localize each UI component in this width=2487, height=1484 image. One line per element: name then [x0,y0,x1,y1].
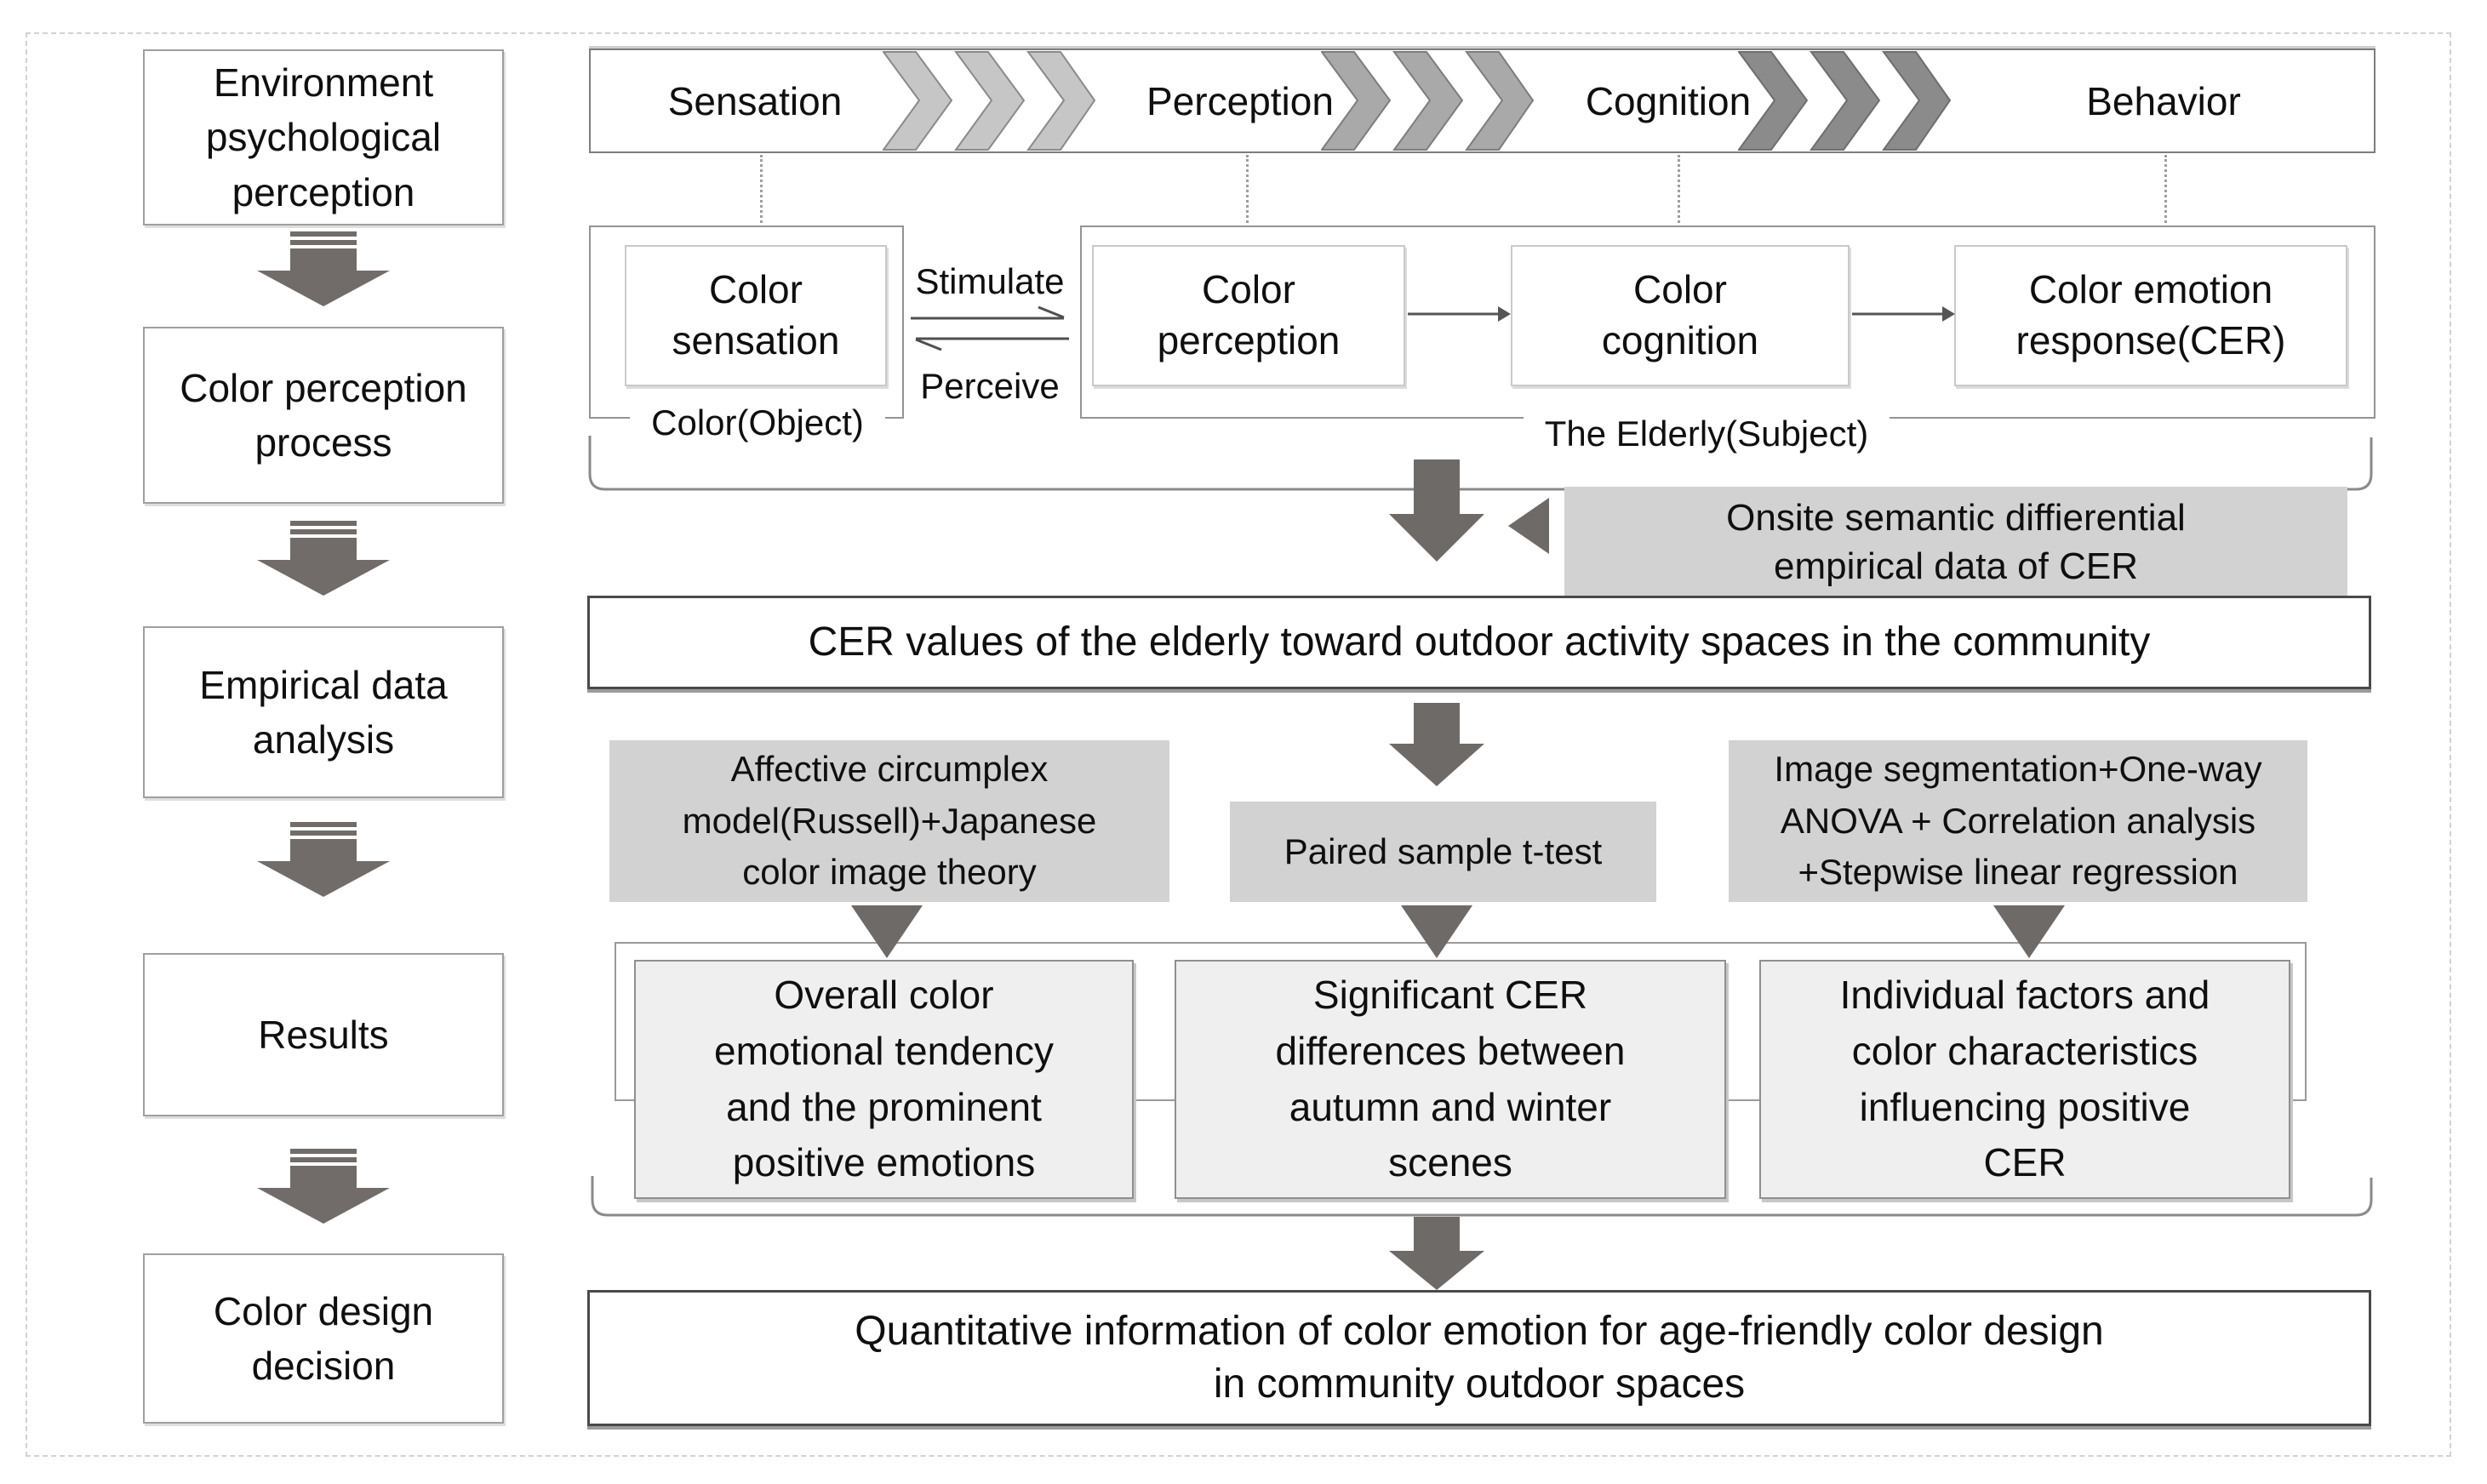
figure-dashed-border [26,32,2451,1457]
chevron-arrows-light-icon [883,51,1095,151]
reversible-arrows-icon [911,305,1069,351]
process-row-bracket [588,436,2373,491]
striped-down-arrow-icon [257,1149,390,1224]
stimulate-label: Stimulate [915,261,1065,301]
stage-box-results: Results [143,953,504,1116]
conclusion-box: Quantitative information of color emotio… [587,1290,2371,1426]
result-box-overall-tendency: Overall color emotional tendency and the… [634,960,1134,1199]
stage-box-color-perception-process: Color perception process [143,327,504,504]
right-arrow-icon [1852,306,1955,322]
method-box-image-segmentation: Image segmentation+One-way ANOVA + Corre… [1729,740,2307,902]
the-elderly-subject-label: The Elderly(Subject) [1524,407,1890,461]
results-row-bracket [591,1176,2373,1217]
chevron-arrows-medium-icon [1321,51,1534,151]
stage-box-color-design-decision: Color design decision [143,1253,504,1424]
perceive-label: Perceive [920,366,1060,406]
dotted-connector [2164,155,2167,243]
dotted-connector [760,155,763,243]
color-cognition-box: Color cognition [1511,245,1850,386]
color-perception-box: Color perception [1092,245,1405,386]
chevron-arrows-dark-icon [1738,51,1951,151]
color-object-label: Color(Object) [630,397,885,449]
left-triangle-icon [1508,498,1549,554]
color-sensation-box: Color sensation [625,245,887,386]
right-arrow-icon [1408,306,1511,322]
striped-down-arrow-icon [257,231,390,306]
down-arrow-icon [1389,459,1484,562]
stage-label-sensation: Sensation [667,78,843,123]
down-triangle-icon [851,905,923,958]
stage-label-perception: Perception [1146,78,1334,123]
striped-down-arrow-icon [257,521,390,596]
method-box-paired-t-test: Paired sample t-test [1230,802,1656,902]
result-box-seasonal-differences: Significant CER differences between autu… [1175,960,1726,1199]
stage-label-cognition: Cognition [1585,78,1752,123]
onsite-note-box: Onsite semantic diffierential empirical … [1564,487,2347,597]
down-arrow-icon [1389,703,1484,786]
cer-values-box: CER values of the elderly toward outdoor… [587,596,2371,689]
stage-box-environment-psychological-perception: Environment psychological perception [143,49,504,225]
color-emotion-response-box: Color emotion response(CER) [1954,245,2347,386]
stage-band: Sensation Perception Cognition Behavior [589,49,2376,153]
result-box-influencing-factors: Individual factors and color characteris… [1759,960,2290,1199]
stage-label-behavior: Behavior [2086,78,2241,123]
method-box-affective-circumplex: Affective circumplex model(Russell)+Japa… [609,740,1169,902]
dotted-connector [1246,155,1249,243]
down-triangle-icon [1401,905,1472,958]
stage-box-empirical-data-analysis: Empirical data analysis [143,626,504,798]
down-arrow-icon [1389,1217,1484,1290]
down-triangle-icon [1993,905,2065,958]
striped-down-arrow-icon [257,822,390,897]
dotted-connector [1678,155,1680,243]
